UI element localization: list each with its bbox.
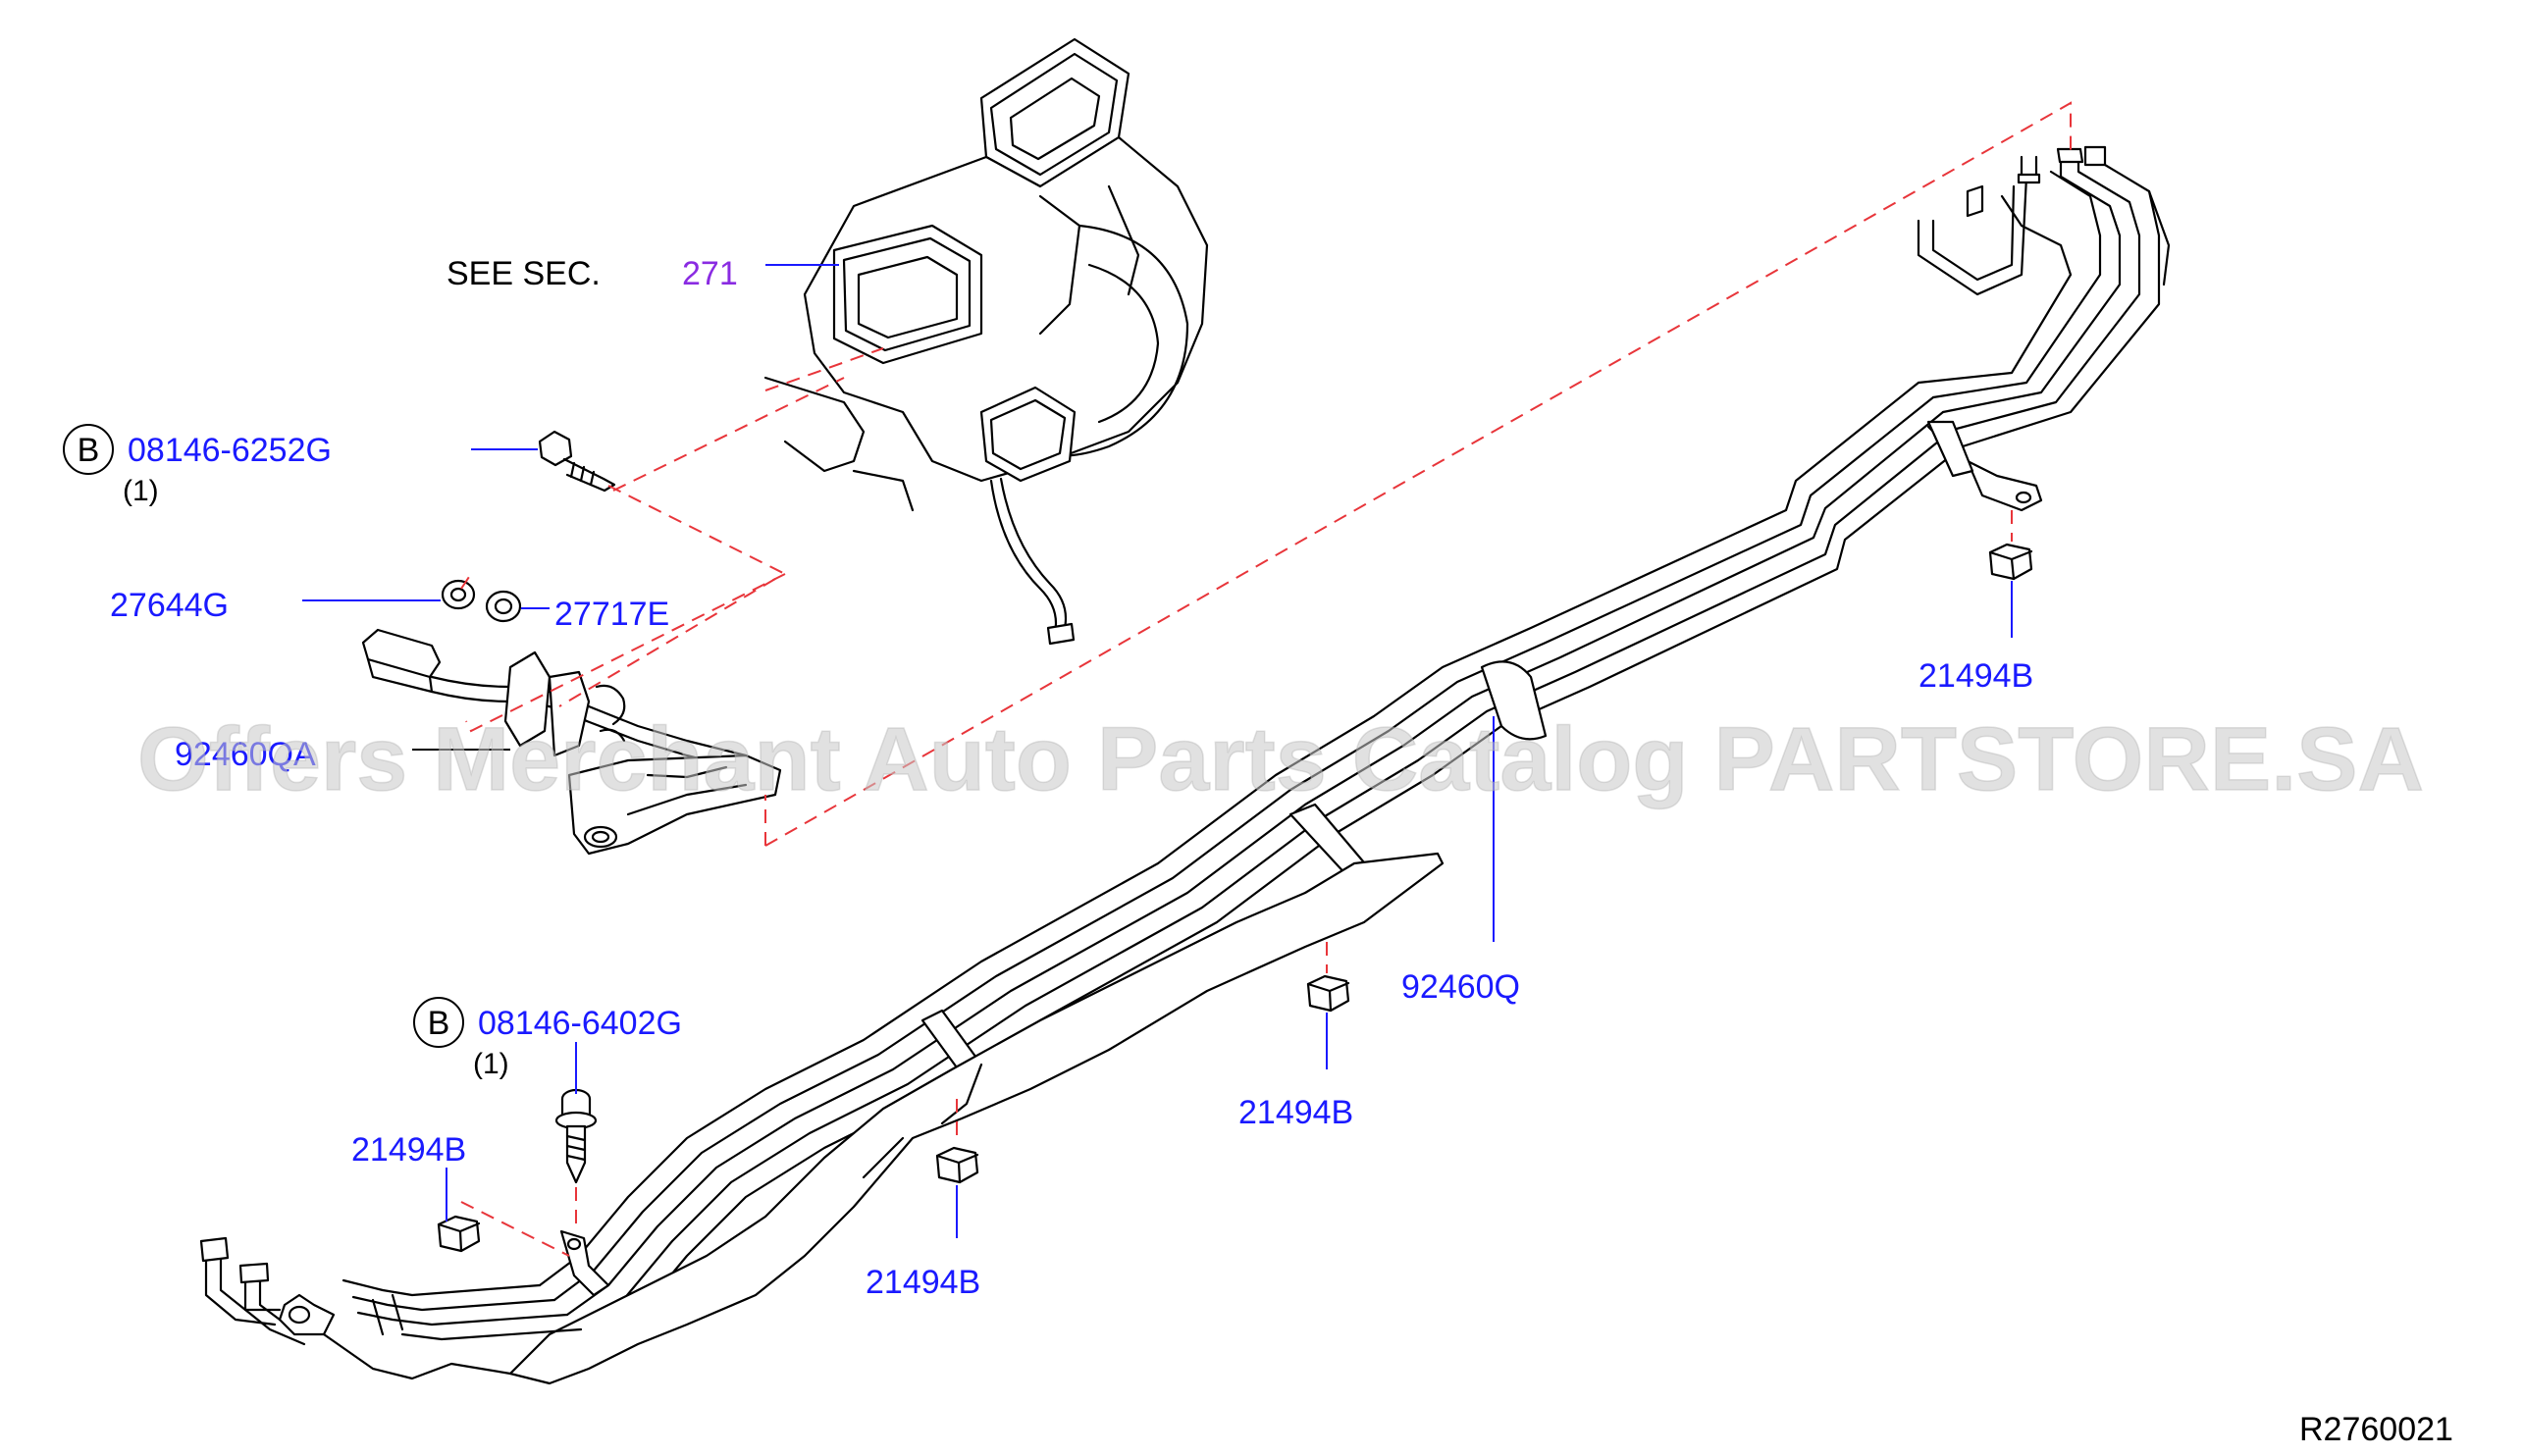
bolt-bottom-callout: B 08146-6402G (1) (413, 997, 682, 1080)
bolt-bottom-part-number[interactable]: 08146-6402G (478, 1005, 682, 1042)
clip-mid-illustration (1306, 974, 1350, 1013)
washer-27644G-part-number[interactable]: 27644G (110, 587, 229, 624)
bolt-bottom-quantity: (1) (473, 1048, 509, 1080)
phantom-lines (460, 101, 2072, 1257)
bolt-top-illustration (538, 430, 616, 493)
main-hose-part-number[interactable]: 92460Q (1401, 968, 1520, 1006)
clip-right-part-number[interactable]: 21494B (1919, 657, 2033, 695)
bolt-bottom-badge-letter: B (428, 1005, 450, 1042)
bolt-top-callout: B 08146-6252G (1) (63, 424, 332, 507)
clip-right-illustration (1988, 543, 2033, 581)
clip-center-part-number[interactable]: 21494B (866, 1264, 980, 1301)
diagram-id: R2760021 (2299, 1411, 2453, 1448)
see-section-text: SEE SEC. (447, 255, 601, 292)
front-hose-part-number[interactable]: 92460QA (175, 736, 316, 773)
bolt-top-part-number[interactable]: 08146-6252G (128, 432, 332, 469)
clip-left-part-number[interactable]: 21494B (351, 1131, 466, 1169)
bolt-bottom-circle-badge (413, 997, 464, 1048)
bolt-bottom-illustration (554, 1088, 598, 1184)
clip-center-illustration (935, 1146, 979, 1184)
washer-27644G-illustration (441, 579, 476, 610)
clip-left-illustration (437, 1215, 481, 1253)
bolt-top-badge-letter: B (78, 432, 100, 469)
front-hose-assembly-illustration (361, 628, 782, 856)
washer-27717E-illustration (485, 590, 522, 623)
leader-lines (302, 264, 2013, 1238)
watermark-text: Offers Merchant Auto Parts Catalog PARTS… (137, 709, 2424, 809)
bolt-top-circle-badge (63, 424, 114, 475)
main-hose-illustration (199, 145, 2171, 1385)
washer-27717E-part-number[interactable]: 27717E (554, 596, 669, 633)
section-ref-link[interactable]: 271 (682, 255, 738, 292)
heater-unit-illustration (763, 37, 1209, 646)
clip-mid-part-number[interactable]: 21494B (1238, 1094, 1353, 1131)
bolt-top-quantity: (1) (123, 475, 159, 507)
